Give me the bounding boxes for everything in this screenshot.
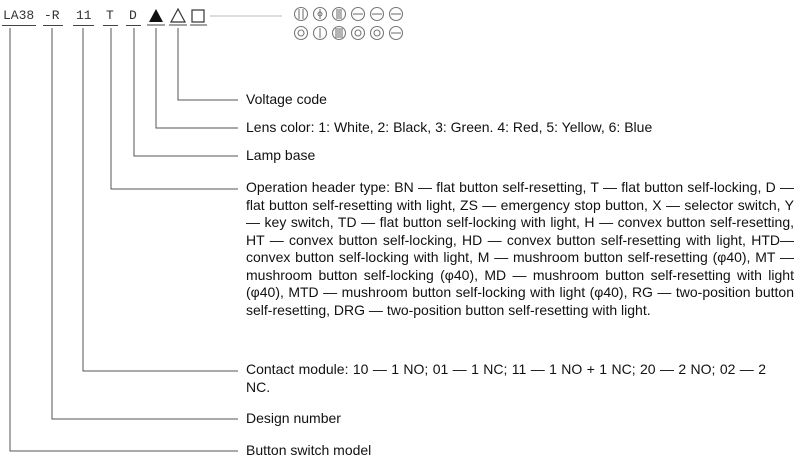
code-model: LA38 bbox=[3, 8, 35, 23]
leader-voltage bbox=[177, 28, 238, 101]
icon-row-2 bbox=[293, 25, 404, 41]
code-base: D bbox=[129, 8, 137, 23]
button-convex-lock-icon bbox=[369, 25, 385, 41]
leader-design bbox=[51, 28, 238, 420]
button-lock-light-icon bbox=[312, 25, 328, 41]
desc-base: Lamp base bbox=[246, 147, 316, 163]
leader-contact bbox=[82, 28, 238, 372]
button-flat-light-icon bbox=[293, 25, 309, 41]
leader-lens bbox=[155, 28, 238, 129]
triangle-outline-icon bbox=[169, 7, 187, 23]
code-design: -R bbox=[44, 8, 60, 23]
code-base-underline bbox=[126, 25, 141, 26]
desc-operation: Operation header type: BN — flat button … bbox=[246, 179, 794, 318]
leader-operation bbox=[110, 28, 238, 190]
desc-lens: Lens color: 1: White, 2: Black, 3: Green… bbox=[246, 119, 653, 135]
desc-design: Design number bbox=[246, 410, 341, 426]
square-outline-icon bbox=[191, 9, 205, 23]
button-light-icon bbox=[331, 6, 347, 22]
button-key-icon bbox=[369, 6, 385, 22]
code-design-underline bbox=[43, 25, 63, 26]
leader-model bbox=[9, 28, 238, 452]
code-contact-underline bbox=[73, 25, 94, 26]
desc-voltage: Voltage code bbox=[246, 91, 327, 107]
button-convex-icon bbox=[350, 25, 366, 41]
button-light-lock-icon bbox=[331, 25, 347, 41]
button-selector-icon bbox=[350, 6, 366, 22]
button-lock-icon bbox=[312, 6, 328, 22]
code-operation: T bbox=[106, 8, 114, 23]
leader-base bbox=[133, 28, 238, 157]
code-model-underline bbox=[2, 25, 36, 26]
button-two-position-icon bbox=[388, 25, 404, 41]
code-contact: 11 bbox=[76, 8, 92, 23]
desc-contact: Contact module: 10 — 1 NO; 01 — 1 NC; 11… bbox=[246, 361, 766, 395]
button-mushroom-icon bbox=[388, 6, 404, 22]
triangle-filled-icon bbox=[149, 9, 163, 22]
code-operation-underline bbox=[103, 25, 118, 26]
desc-model: Button switch model bbox=[246, 442, 372, 458]
button-flat-icon bbox=[293, 6, 309, 22]
icon-row-1 bbox=[293, 6, 404, 22]
